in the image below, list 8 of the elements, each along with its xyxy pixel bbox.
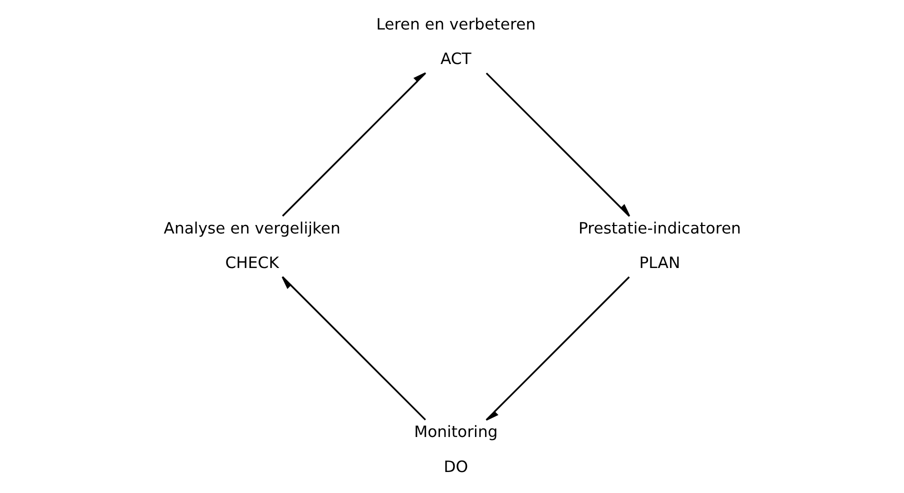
node-text: Analyse en vergelijken CHECK: [164, 218, 340, 272]
node-text: Prestatie-indicatoren PLAN: [578, 218, 741, 272]
arrow: [485, 276, 630, 421]
node-text: Leren en verbeteren ACT: [376, 14, 536, 68]
arrow: [486, 72, 630, 217]
arrow: [282, 72, 426, 217]
arrow: [282, 276, 426, 420]
node-text: Monitoring DO: [414, 422, 498, 476]
